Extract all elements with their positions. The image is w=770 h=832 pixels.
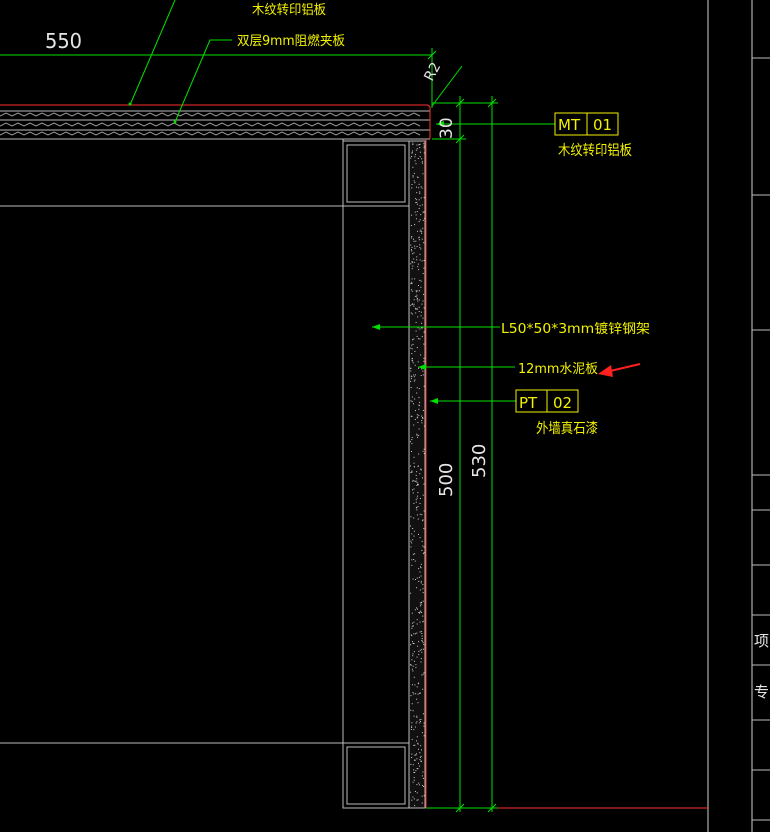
finish-outline: [0, 104, 708, 809]
dim-cap-thickness: 30: [437, 117, 457, 139]
tag-mt-number: 01: [593, 116, 612, 134]
label-fire-board: 双层9mm阻燃夹板: [237, 33, 345, 49]
steel-angle-bottom: [342, 742, 410, 809]
red-arrow-icon: [598, 363, 641, 377]
cement-board-speckle: [410, 142, 425, 807]
tag-mt-code: MT: [558, 116, 581, 134]
label-cement-board: 12mm水泥板: [518, 362, 598, 377]
label-steel-frame: L50*50*3mm镀锌钢架: [501, 321, 650, 337]
cement-board-strip: [408, 140, 426, 809]
title-block-char-1: 项: [754, 632, 769, 650]
dimension-lines: [0, 0, 555, 813]
label-top-cut: 木纹转印铝板: [252, 3, 326, 18]
title-block-char-2: 专: [754, 683, 769, 701]
dim-top-width: 550: [45, 29, 82, 53]
steel-angle-top: [342, 140, 410, 207]
label-mt-desc: 木纹转印铝板: [558, 143, 632, 159]
dim-overall-height: 530: [469, 444, 490, 478]
plywood-hatch: [0, 112, 421, 117]
material-tag-boxes: [515, 112, 619, 413]
label-pt-desc: 外墙真石漆: [536, 421, 598, 437]
dim-inner-height: 500: [436, 463, 457, 497]
tag-pt-code: PT: [519, 394, 538, 412]
tag-pt-number: 02: [553, 394, 572, 412]
dim-radius: R2: [421, 60, 444, 84]
leader-ticks: [128, 102, 444, 404]
